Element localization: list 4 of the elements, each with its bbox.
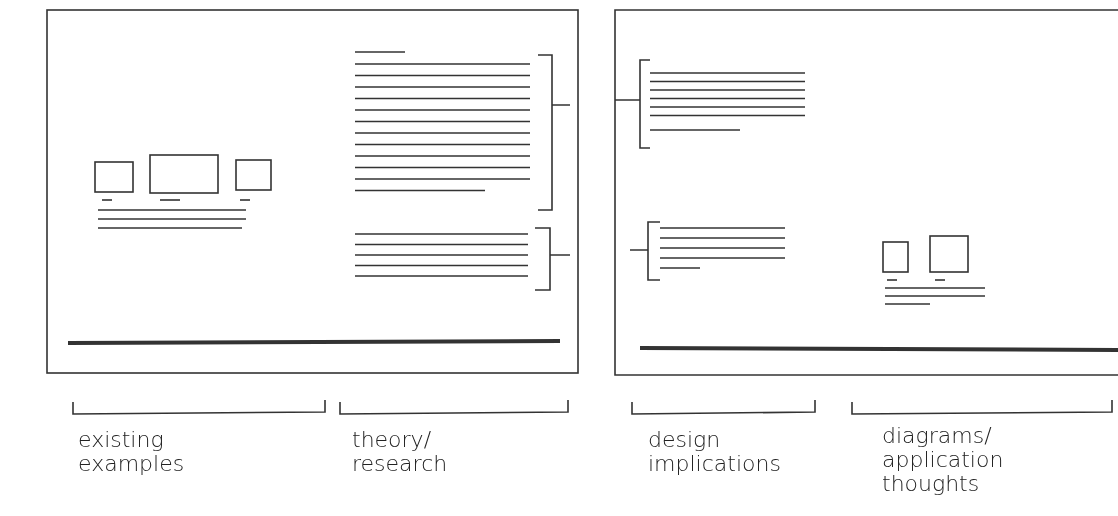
section-label: theory/ research (352, 428, 449, 477)
section-label: existing examples (78, 428, 186, 477)
section-label: design implications (648, 428, 782, 477)
section-label: diagrams/ application thoughts (882, 424, 1005, 497)
